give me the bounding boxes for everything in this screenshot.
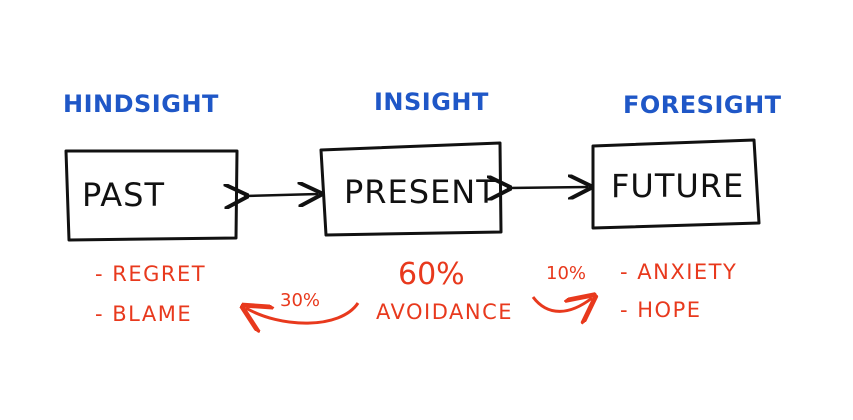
box-present-label: PRESENT <box>344 173 497 211</box>
flow-percent-to-future: 10% <box>546 263 586 284</box>
box-future-label: FUTURE <box>611 167 744 205</box>
header-insight: INSIGHT <box>374 88 489 116</box>
future-note-hope: - HOPE <box>620 298 702 322</box>
box-future: FUTURE <box>591 138 761 230</box>
box-past-label: PAST <box>82 176 165 214</box>
flow-arrow-to-future <box>531 297 592 311</box>
flow-arrow-to-past <box>246 302 360 323</box>
header-foresight: FORESIGHT <box>623 91 782 119</box>
header-hindsight: HINDSIGHT <box>63 90 219 118</box>
future-note-anxiety: - ANXIETY <box>620 260 737 284</box>
box-past: PAST <box>64 149 239 242</box>
present-avoidance: AVOIDANCE <box>376 300 513 324</box>
flow-percent-to-past: 30% <box>280 290 320 311</box>
past-note-blame: - BLAME <box>95 302 192 326</box>
arrow-present-future <box>507 187 588 188</box>
past-note-regret: - REGRET <box>95 262 206 286</box>
present-percent: 60% <box>398 257 465 292</box>
arrow-past-present <box>244 194 318 196</box>
box-present: PRESENT <box>319 141 503 237</box>
